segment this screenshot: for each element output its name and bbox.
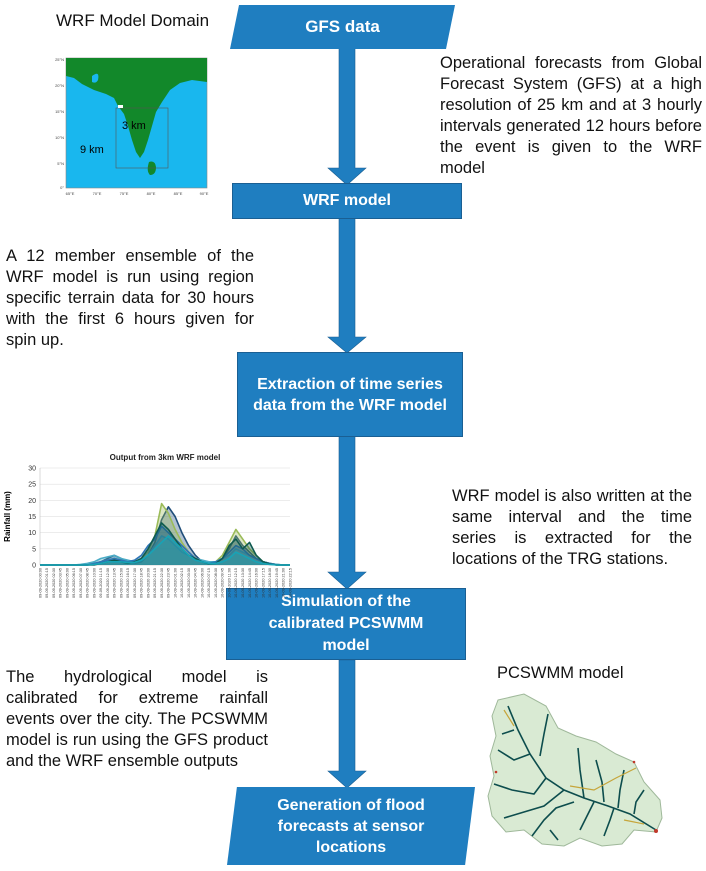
x-tick-label: 10-09-2020 03:30: [187, 568, 191, 598]
x-tick-label: 09-09-2020 08:45: [86, 568, 90, 598]
x-tick-label: 09-09-2020 11:15: [99, 568, 103, 598]
lat-tick: 20°N: [55, 83, 64, 88]
x-tick-label: 10-09-2020 08:30: [214, 568, 218, 598]
x-tick-label: 09-09-2020 15:00: [119, 568, 123, 598]
x-tick-label: 09-09-2020 12:30: [106, 568, 110, 598]
arrow-wrf-to-extraction: [327, 217, 367, 354]
lat-tick: 10°N: [55, 135, 64, 140]
series-area: [40, 526, 290, 565]
lon-tick: 85°E: [174, 191, 183, 196]
x-tick-label: 10-09-2020 02:15: [180, 568, 184, 598]
lon-tick: 65°E: [66, 191, 75, 196]
arrow-extraction-to-simulation: [327, 435, 367, 590]
wrf-model-label: WRF model: [303, 192, 391, 209]
outfall-markers: [494, 760, 658, 833]
x-tick-label: 10-09-2020 09:45: [221, 568, 225, 598]
wrf-domain-map: 3 km 9 km 25°N 20°N 15°N 10°N 5°N 0° 65°…: [55, 57, 209, 196]
gfs-description: Operational forecasts from Global Foreca…: [440, 54, 702, 177]
x-tick-label: 09-09-2020 21:15: [153, 568, 157, 598]
outer-domain-label: 9 km: [80, 144, 104, 156]
y-tick-label: 20: [28, 498, 36, 505]
y-tick-label: 10: [28, 530, 36, 537]
series-area: [40, 523, 290, 565]
x-tick-label: 09-09-2020 22:30: [160, 568, 164, 598]
lon-tick: 75°E: [120, 191, 129, 196]
x-tick-label: 09-09-2020 05:00: [65, 568, 69, 598]
arrow-gfs-to-wrf: [327, 47, 367, 186]
lon-tick: 70°E: [93, 191, 102, 196]
x-tick-label: 10-09-2020 17:15: [261, 568, 265, 598]
y-tick-label: 0: [32, 563, 36, 570]
simulation-box: Simulation of the calibrated PCSWMM mode…: [226, 588, 466, 660]
wrf-model-box: WRF model: [232, 183, 462, 219]
x-tick-label: 10-09-2020 14:45: [248, 568, 252, 598]
hydrology-description: The hydrological model is calibrated for…: [6, 668, 268, 770]
x-tick-label: 10-09-2020 22:15: [288, 568, 292, 598]
y-tick-label: 15: [28, 514, 36, 521]
lat-tick: 15°N: [55, 109, 64, 114]
extraction-label: Extraction of time series data from the …: [253, 375, 447, 414]
extraction-description: WRF model is also written at the same in…: [452, 487, 692, 568]
inner-domain-label: 3 km: [122, 120, 146, 132]
x-tick-label: 10-09-2020 16:00: [255, 568, 259, 598]
x-tick-label: 10-09-2020 04:45: [194, 568, 198, 598]
generation-label: Generation of flood forecasts at sensor …: [277, 796, 425, 856]
x-tick-label: 09-09-2020 16:15: [126, 568, 130, 598]
x-tick-label: 09-09-2020 01:15: [45, 568, 49, 598]
x-tick-label: 09-09-2020 03:45: [59, 568, 63, 598]
x-tick-label: 09-09-2020 07:30: [79, 568, 83, 598]
x-tick-label: 09-09-2020 00:00: [38, 568, 42, 598]
series-line: [40, 535, 290, 566]
series-area: [40, 535, 290, 565]
gulf-of-khambhat: [92, 73, 99, 83]
main-channel: [503, 709, 645, 825]
x-tick-label: 09-09-2020 02:30: [52, 568, 56, 598]
x-tick-label: 10-09-2020 01:00: [173, 568, 177, 598]
simulation-label: Simulation of the calibrated PCSWMM mode…: [268, 593, 424, 654]
gfs-data-box: GFS data: [230, 5, 455, 49]
x-tick-label: 10-09-2020 18:30: [268, 568, 272, 598]
x-tick-label: 09-09-2020 10:00: [92, 568, 96, 598]
lat-tick: 0°: [60, 185, 64, 190]
x-tick-label: 10-09-2020 19:45: [275, 568, 279, 598]
x-tick-label: 09-09-2020 18:45: [140, 568, 144, 598]
domain-marker: [118, 105, 123, 108]
x-tick-label: 09-09-2020 17:30: [133, 568, 137, 598]
y-axis-label: Rainfall (mm): [3, 491, 12, 542]
x-tick-label: 10-09-2020 12:15: [234, 568, 238, 598]
pcswmm-network-map: [487, 693, 663, 847]
extraction-box: Extraction of time series data from the …: [237, 352, 463, 437]
x-tick-label: 09-09-2020 06:15: [72, 568, 76, 598]
x-tick-label: 10-09-2020 06:00: [200, 568, 204, 598]
x-tick-label: 10-09-2020 07:15: [207, 568, 211, 598]
lon-tick: 80°E: [147, 191, 156, 196]
x-tick-label: 09-09-2020 23:45: [167, 568, 171, 598]
domain-caption: WRF Model Domain: [56, 11, 210, 30]
ensemble-description: A 12 member ensemble of the WRF model is…: [6, 247, 254, 349]
gfs-data-label: GFS data: [305, 17, 380, 36]
series-area: [40, 506, 290, 565]
drainage-network: [493, 705, 657, 841]
inner-domain-box: [115, 107, 169, 169]
y-tick-label: 30: [28, 466, 36, 473]
x-tick-label: 09-09-2020 20:00: [146, 568, 150, 598]
y-tick-label: 25: [28, 482, 36, 489]
chart-title: Output from 3km WRF model: [110, 453, 221, 462]
catchment-area: [487, 693, 663, 847]
arrow-simulation-to-generation: [327, 659, 367, 789]
lon-tick: 90°E: [200, 191, 209, 196]
x-tick-label: 10-09-2020 11:00: [227, 568, 231, 598]
x-tick-label: 10-09-2020 13:30: [241, 568, 245, 598]
pcswmm-caption: PCSWMM model: [497, 664, 624, 682]
y-tick-label: 5: [32, 546, 36, 553]
lat-tick: 25°N: [55, 57, 64, 62]
lat-tick: 5°N: [57, 161, 64, 166]
series-area: [40, 535, 290, 565]
x-tick-label: 09-09-2020 13:45: [113, 568, 117, 598]
x-tick-label: 10-09-2020 21:00: [282, 568, 286, 598]
generation-box: Generation of flood forecasts at sensor …: [227, 787, 475, 865]
